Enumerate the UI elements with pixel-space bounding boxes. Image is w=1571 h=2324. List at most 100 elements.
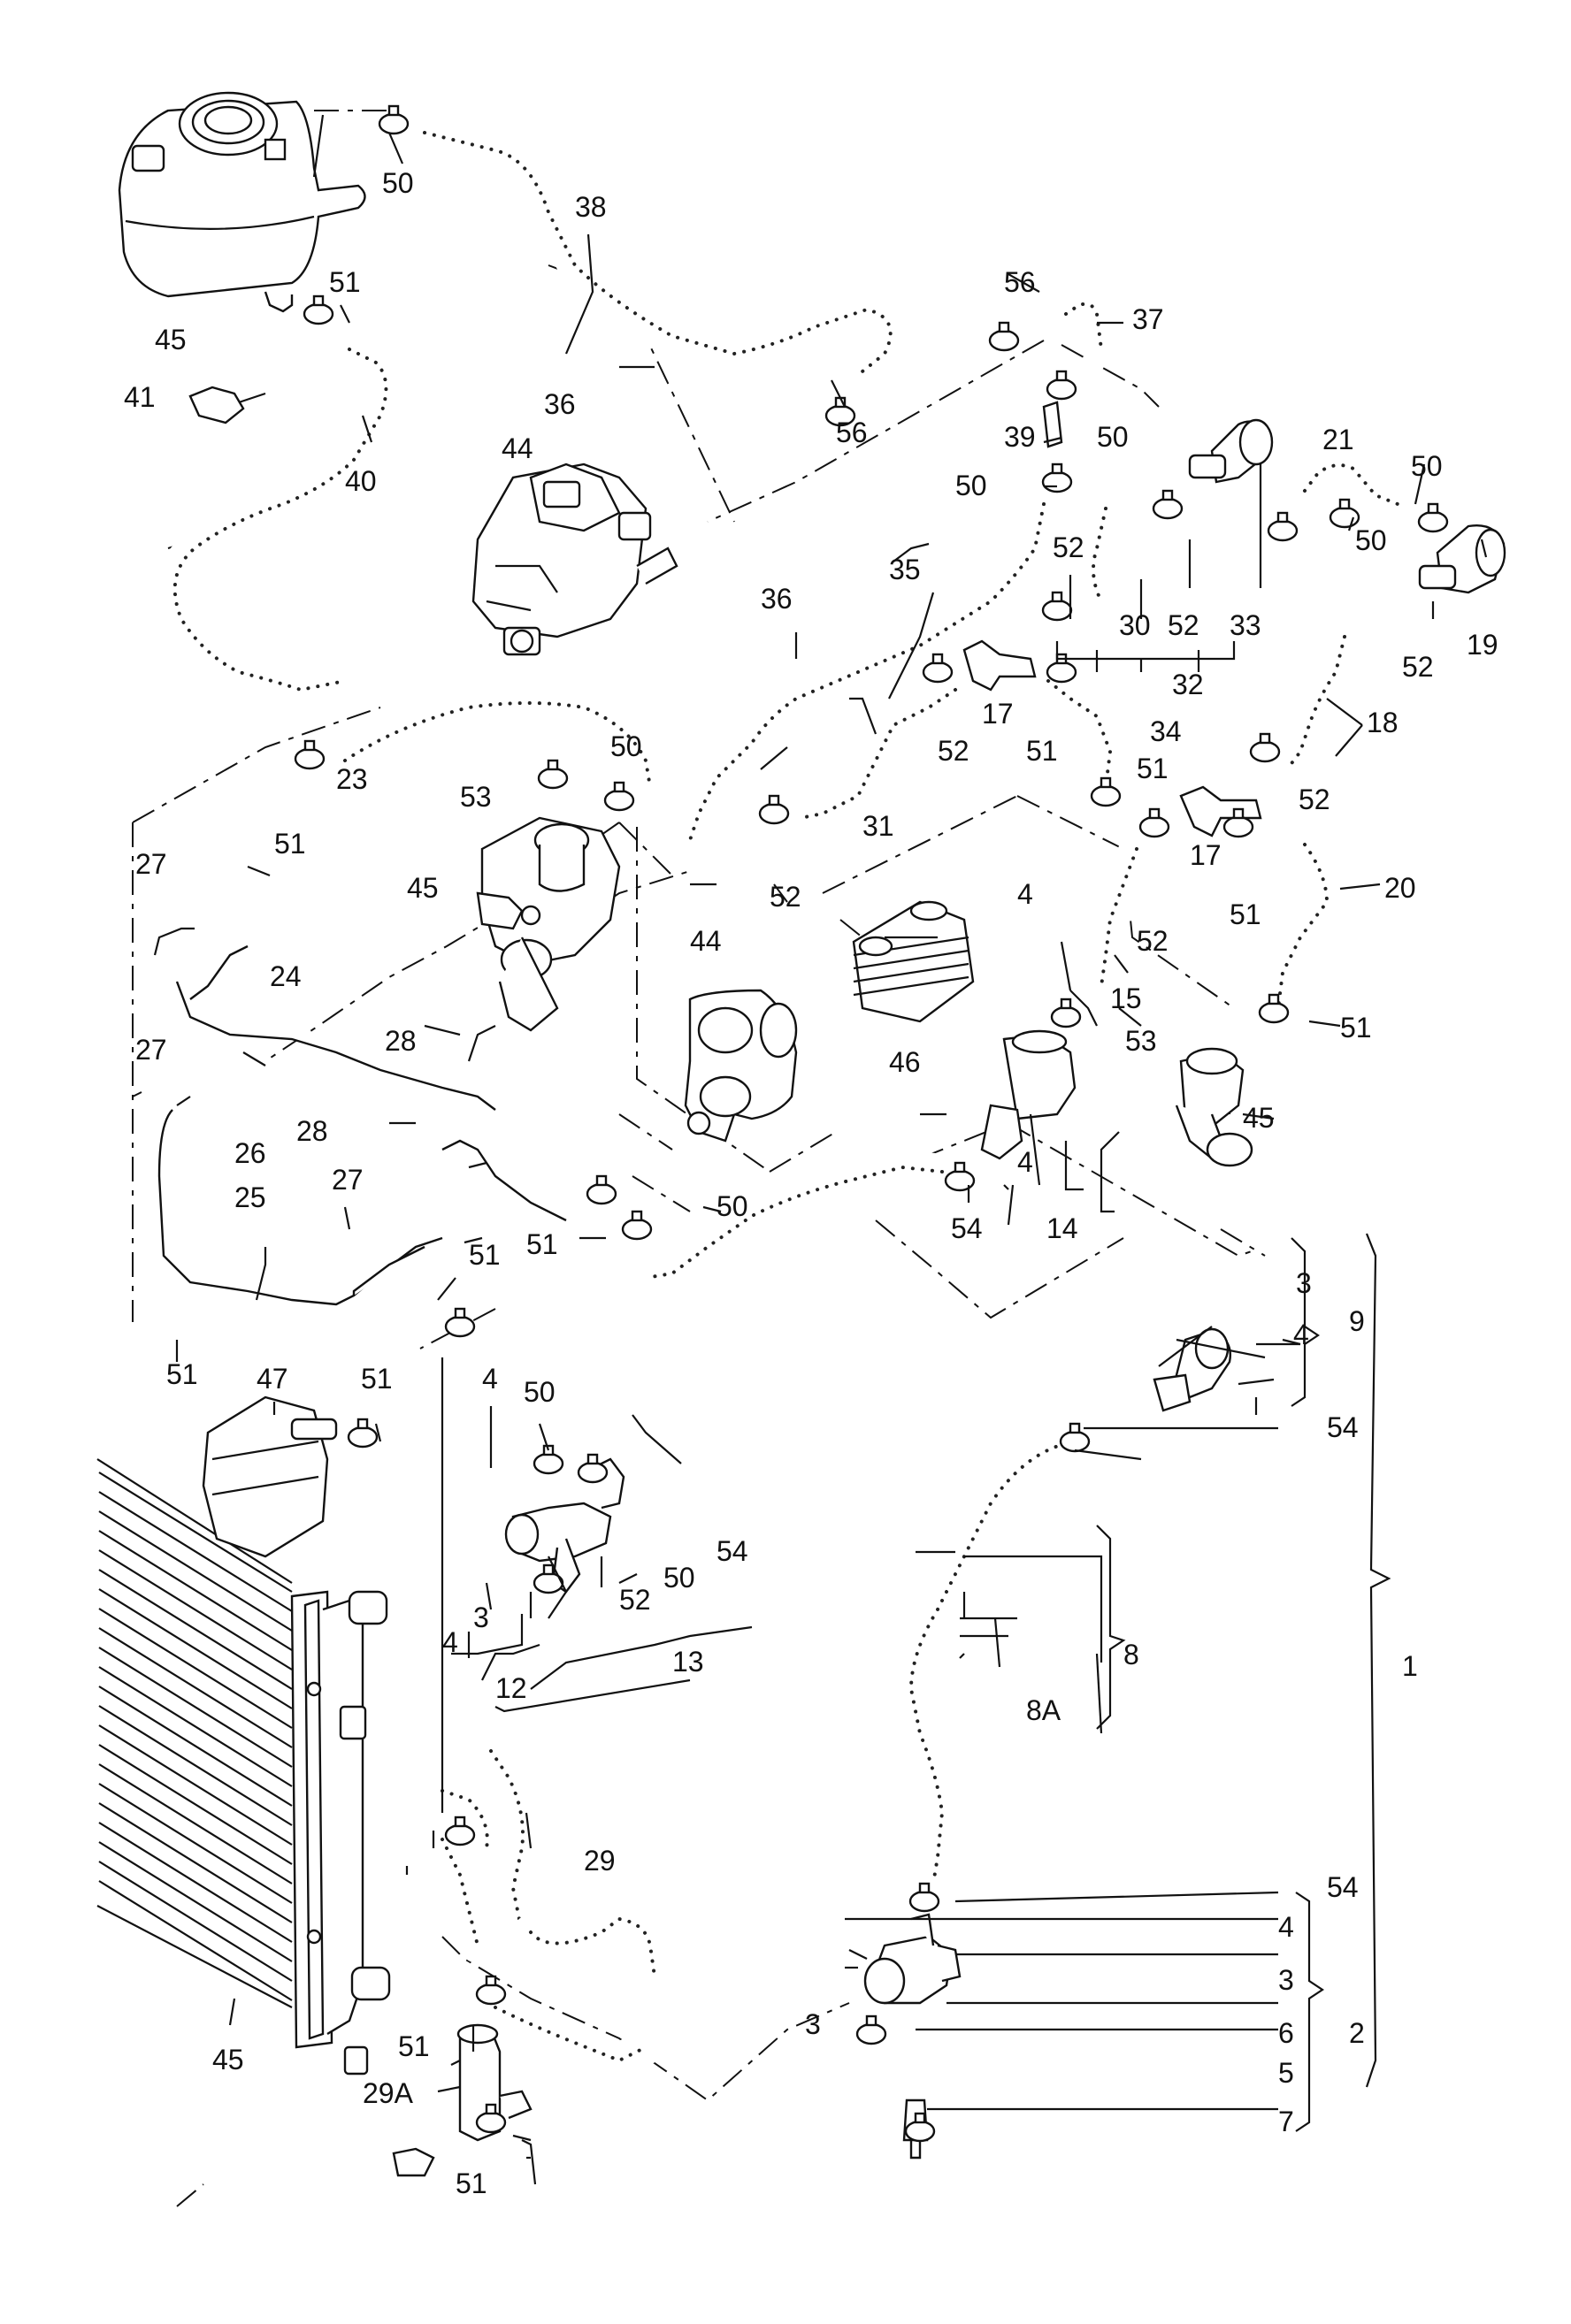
callout-54: 54 (1327, 1871, 1359, 1903)
radiator-fin (98, 1569, 293, 1690)
hose-40-body (157, 332, 404, 707)
metal-pipes (157, 944, 567, 1306)
hose-clamp (621, 1210, 653, 1241)
radiator-fin (98, 1686, 293, 1807)
hose-clamp (1258, 993, 1290, 1024)
callout-45: 45 (212, 2044, 244, 2076)
hose-clamp (1041, 463, 1073, 493)
callout-50: 50 (955, 470, 987, 501)
hose-38-texture (423, 131, 893, 373)
callout-44: 44 (502, 432, 533, 464)
hose-clamp (303, 294, 334, 325)
hose-clamp (1050, 998, 1082, 1028)
hose-clamp (1267, 511, 1299, 542)
callout-8A: 8A (1026, 1694, 1061, 1726)
hose-clamp (855, 2014, 887, 2045)
callout-19: 19 (1467, 629, 1498, 661)
callout-20: 20 (1384, 872, 1416, 904)
hose-29c-body (513, 1901, 672, 1994)
radiator-fin (98, 1588, 293, 1709)
small-connectors (188, 386, 1262, 837)
hose-big-14-body (628, 1150, 960, 1296)
hose-clamp (1152, 489, 1184, 520)
hose-clamp (1090, 776, 1122, 807)
radiator-fin (98, 1666, 293, 1787)
callout-1: 1 (1402, 1650, 1418, 1682)
callout-25: 25 (234, 1181, 266, 1213)
hose-bottom-texture (494, 2006, 648, 2063)
hose-clamp (586, 1174, 617, 1205)
hose-main-1-texture (908, 1440, 1077, 1885)
callout-41: 41 (124, 381, 156, 413)
radiator-fin (98, 1627, 293, 1748)
hose-29-body (473, 1733, 540, 1950)
callout-50: 50 (524, 1376, 556, 1408)
hose-clamp (1138, 807, 1170, 838)
callout-51: 51 (361, 1363, 393, 1395)
hose-clamp (922, 653, 954, 684)
callout-54: 54 (951, 1212, 983, 1244)
callout-51: 51 (329, 266, 361, 298)
radiator-fin (98, 1647, 293, 1768)
radiator-fin (98, 1861, 293, 1982)
group-brackets (467, 641, 1391, 2132)
callout-51: 51 (1340, 1012, 1372, 1044)
radiator-fin (98, 1783, 293, 1904)
callout-15: 15 (1110, 982, 1142, 1014)
callout-50: 50 (382, 167, 414, 199)
hose-clamp (378, 104, 410, 135)
hose-clamp (347, 1418, 379, 1449)
callout-36: 36 (761, 583, 793, 615)
callout-3: 3 (1296, 1267, 1312, 1299)
callout-44: 44 (690, 925, 722, 957)
callout-56: 56 (1004, 266, 1036, 298)
hose-clamp (1329, 498, 1360, 529)
callout-51: 51 (1026, 735, 1058, 767)
hose-clamp (908, 1882, 940, 1913)
callout-50: 50 (1097, 421, 1129, 453)
callout-17: 17 (982, 698, 1014, 730)
hose-clamp (475, 1975, 507, 2006)
callout-52: 52 (1053, 531, 1084, 563)
callout-52: 52 (1168, 609, 1199, 641)
expansion-tank (118, 91, 366, 313)
callout-51: 51 (469, 1239, 501, 1271)
callout-3: 3 (473, 1602, 489, 1633)
callout-17: 17 (1190, 839, 1222, 871)
callout-21: 21 (1322, 424, 1354, 455)
callout-4: 4 (482, 1363, 498, 1395)
leader-lines (153, 132, 1488, 2185)
callout-30: 30 (1119, 609, 1151, 641)
hose-clamp (1417, 502, 1449, 533)
callout-52: 52 (1402, 651, 1434, 683)
callout-36: 36 (544, 388, 576, 420)
tee-17a (962, 639, 1037, 692)
callout-45: 45 (1243, 1102, 1275, 1134)
hose-clamp (294, 739, 326, 770)
hose-23-texture (343, 701, 652, 789)
callout-8: 8 (1123, 1639, 1139, 1670)
radiator (96, 1458, 391, 2076)
callout-53: 53 (1125, 1025, 1157, 1057)
callout-52: 52 (1299, 784, 1330, 815)
hose-21-texture (1303, 463, 1399, 506)
hose-clamp (444, 1307, 476, 1338)
callout-13: 13 (672, 1646, 704, 1678)
hose-34-texture (1046, 679, 1113, 789)
hose-clamp (1041, 591, 1073, 622)
callout-28: 28 (385, 1025, 417, 1057)
hose-20-texture (1276, 843, 1330, 1010)
callout-50: 50 (1355, 524, 1387, 556)
hose-30-texture (1092, 507, 1107, 603)
callout-3: 3 (805, 2008, 821, 2040)
radiator-fin (98, 1549, 293, 1670)
hose-35-body (672, 486, 1061, 858)
callout-23: 23 (336, 763, 368, 795)
callout-28: 28 (296, 1115, 328, 1147)
valve-19 (1418, 524, 1506, 594)
callout-31: 31 (862, 810, 894, 842)
callout-52: 52 (1137, 925, 1169, 957)
hose-18-body (1269, 619, 1362, 787)
radiator-fin (98, 1472, 293, 1593)
valve-33 (1188, 418, 1274, 484)
